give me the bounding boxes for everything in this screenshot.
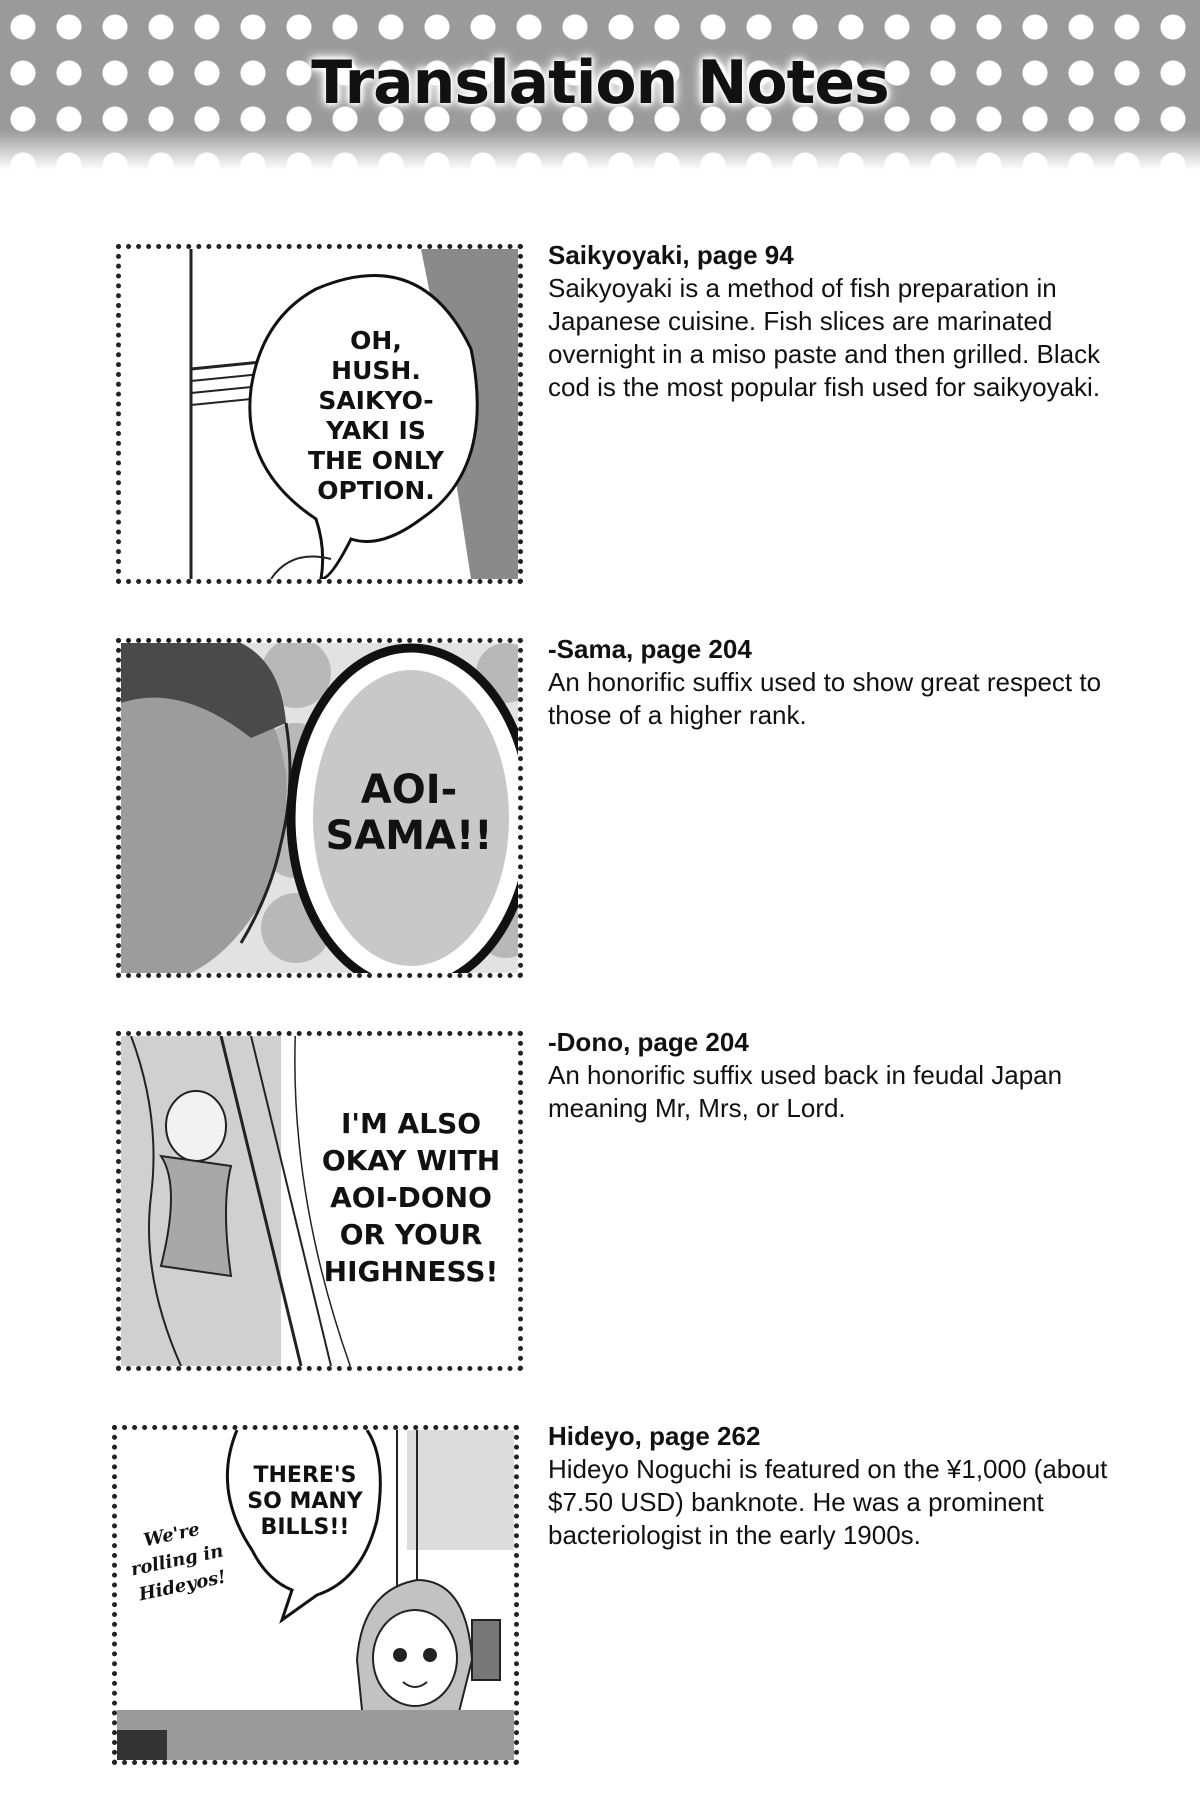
speech-line: THE ONLY <box>308 446 445 475</box>
speech-line: SAIKYO- <box>318 386 433 415</box>
speech-line: I'M ALSO <box>341 1107 481 1140</box>
note-text-block: -Sama, page 204 An honorific suffix used… <box>548 632 1108 732</box>
note-text-block: Hideyo, page 262 Hideyo Noguchi is featu… <box>548 1419 1108 1552</box>
speech-line: HIGHNESS! <box>324 1255 499 1288</box>
manga-panel-sama: AOI- SAMA!! <box>116 638 523 978</box>
speech-line: YAKI IS <box>325 416 426 445</box>
speech-line: HUSH. <box>331 356 421 385</box>
note-sama: AOI- SAMA!! -Sama, page 204 An honorific… <box>0 634 1200 978</box>
note-dono: I'M ALSO OKAY WITH AOI-DONO OR YOUR HIGH… <box>0 1027 1200 1371</box>
note-body: Saikyoyaki is a method of fish preparati… <box>548 273 1101 402</box>
speech-line: AOI- <box>361 767 457 813</box>
manga-panel-dono: I'M ALSO OKAY WITH AOI-DONO OR YOUR HIGH… <box>116 1031 523 1371</box>
speech-line: OR YOUR <box>340 1218 483 1251</box>
speech-line: OPTION. <box>317 476 435 505</box>
speech-line: BILLS!! <box>261 1515 350 1540</box>
manga-panel-hideyo: THERE'S SO MANY BILLS!! We're rolling in… <box>112 1425 519 1765</box>
note-heading: -Sama, page 204 <box>548 634 752 664</box>
speech-line: THERE'S <box>254 1463 357 1488</box>
note-hideyo: THERE'S SO MANY BILLS!! We're rolling in… <box>0 1421 1200 1765</box>
speech-line: OKAY WITH <box>322 1144 500 1177</box>
speech-line: SAMA!! <box>325 813 492 859</box>
note-text-block: Saikyoyaki, page 94 Saikyoyaki is a meth… <box>548 238 1108 404</box>
speech-line: SO MANY <box>247 1489 364 1514</box>
note-body: An honorific suffix used to show great r… <box>548 667 1102 730</box>
note-body: An honorific suffix used back in feudal … <box>548 1060 1063 1123</box>
note-heading: -Dono, page 204 <box>548 1027 749 1057</box>
note-text-block: -Dono, page 204 An honorific suffix used… <box>548 1025 1108 1125</box>
page-title: Translation Notes <box>311 48 890 118</box>
note-heading: Hideyo, page 262 <box>548 1421 761 1451</box>
manga-panel-saikyoyaki: OH, HUSH. SAIKYO- YAKI IS THE ONLY OPTIO… <box>116 244 523 584</box>
note-heading: Saikyoyaki, page 94 <box>548 240 794 270</box>
speech-line: AOI-DONO <box>330 1181 492 1214</box>
note-body: Hideyo Noguchi is featured on the ¥1,000… <box>548 1454 1108 1550</box>
header-polka-dot-band <box>0 0 1200 170</box>
note-saikyoyaki: OH, HUSH. SAIKYO- YAKI IS THE ONLY OPTIO… <box>0 240 1200 584</box>
speech-line: OH, <box>350 326 402 355</box>
